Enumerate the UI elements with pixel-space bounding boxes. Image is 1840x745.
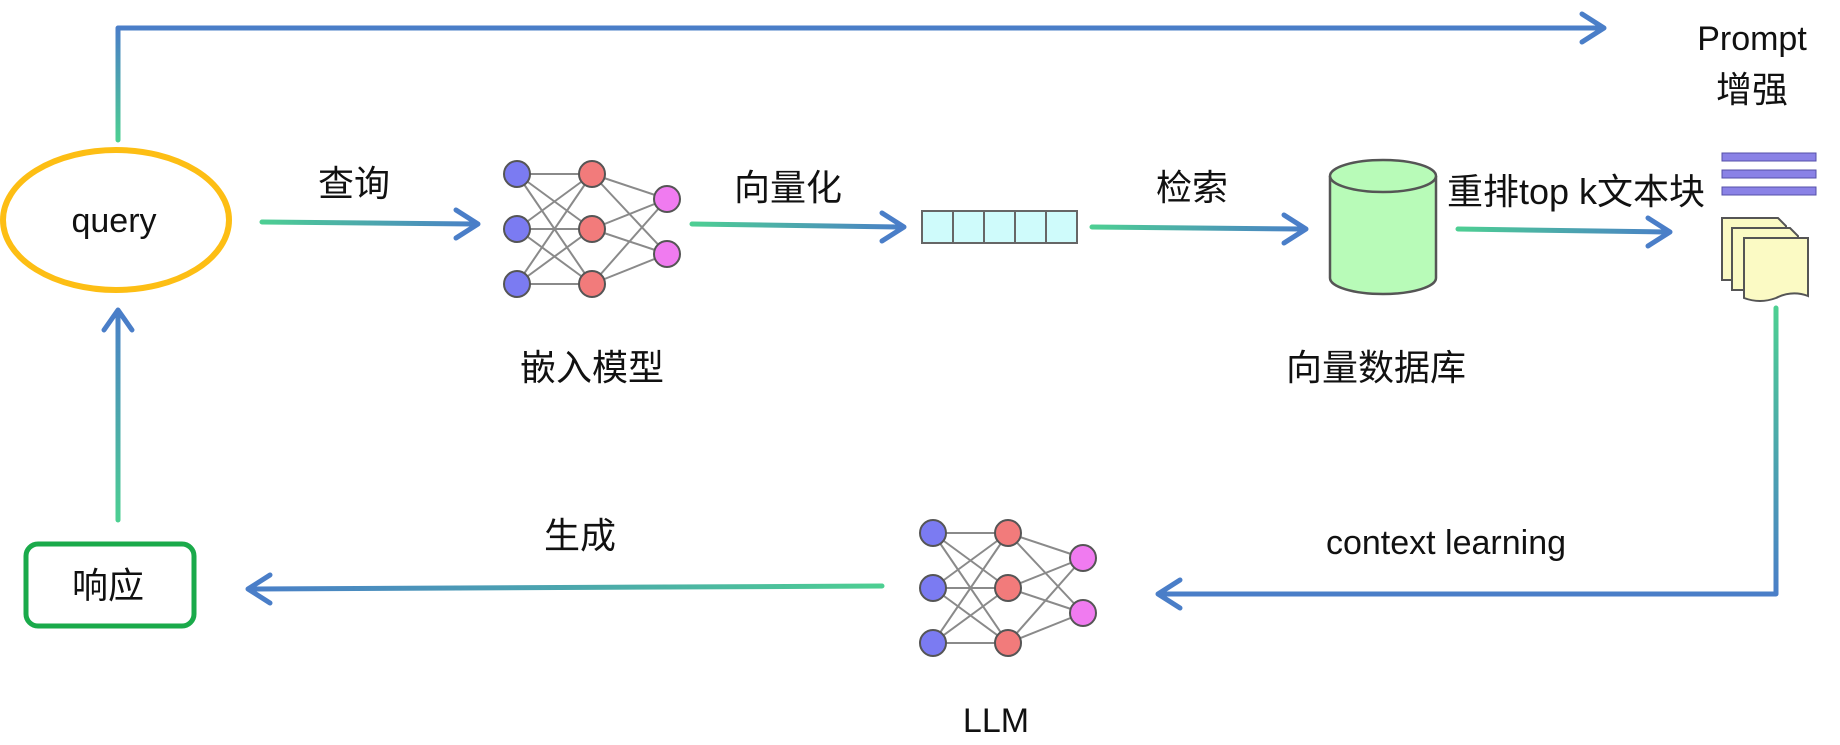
query-label: query (71, 202, 156, 240)
edge-label-rerank: 重排top k文本块 (1447, 171, 1705, 212)
edge-label-query: 查询 (318, 163, 390, 204)
edge-label-generate: 生成 (544, 515, 616, 556)
arrowhead-query-to-prompt (1579, 11, 1607, 45)
arrow-llm-to-response (249, 583, 885, 592)
llm-output-node (1069, 544, 1097, 572)
edges (101, 11, 1779, 611)
vector-db-top (1328, 158, 1438, 194)
query-node: query (0, 147, 232, 293)
embedding-model-label: 嵌入模型 (520, 347, 664, 388)
vector-cell (952, 210, 985, 244)
llm-output-node (1069, 599, 1097, 627)
llm-input-node (919, 574, 947, 602)
vector-db-body (1328, 176, 1438, 296)
edge-labels: 查询 向量化 检索 重排top k文本块 context learning 生成 (318, 163, 1705, 562)
llm-connection (1007, 557, 1084, 644)
embedding-model-connection (516, 173, 593, 230)
llm-connection (932, 532, 1009, 644)
vector-cell (983, 210, 1016, 244)
llm-connection (932, 587, 1009, 644)
edge-label-retrieve: 检索 (1156, 167, 1228, 208)
arrow-vector-to-db (1089, 224, 1305, 232)
embedding-model-hidden-node (578, 215, 606, 243)
llm-hidden-node (994, 574, 1022, 602)
prompt-label-line2: 增强 (1716, 69, 1788, 110)
arrow-query-to-embedding (259, 219, 477, 227)
vector-db-label: 向量数据库 (1286, 347, 1466, 388)
response-node: 响应 (23, 541, 197, 629)
query-ellipse (0, 147, 232, 293)
arrowhead-vector-to-db (1281, 212, 1309, 246)
embedding-model-input-node (503, 270, 531, 298)
arrow-db-to-prompt (1455, 226, 1669, 235)
llm-connection (932, 532, 1009, 589)
llm-label: LLM (963, 702, 1029, 740)
vector-cell (921, 210, 954, 244)
arrowhead-db-to-prompt (1645, 215, 1673, 249)
embedding-model-output-node (653, 240, 681, 268)
arrowhead-embedding-to-vector (879, 210, 907, 244)
document-front (1743, 237, 1809, 302)
prompt-line-1 (1721, 152, 1817, 162)
vector-cells (921, 210, 1078, 244)
llm-hidden-node (994, 519, 1022, 547)
llm-input-node (919, 629, 947, 657)
edge-label-vectorize: 向量化 (734, 167, 842, 208)
response-box (23, 541, 197, 629)
edge-label-context-learning: context learning (1326, 524, 1566, 562)
arrow-embedding-to-vector (689, 221, 903, 230)
vector-db-cylinder (1328, 158, 1438, 296)
arrowhead-response-to-query (101, 307, 135, 333)
prompt-line-3 (1721, 186, 1817, 196)
prompt-lines-icon (1721, 152, 1817, 196)
embedding-model-input-node (503, 215, 531, 243)
vector-cell (1045, 210, 1078, 244)
embedding-model-connection (516, 228, 593, 285)
arrow-prompt-to-llm (1159, 305, 1779, 597)
llm-input-node (919, 519, 947, 547)
embedding-model-input-node (503, 160, 531, 188)
prompt-line-2 (1721, 169, 1817, 179)
prompt-node: Prompt 增强 (1697, 20, 1817, 302)
vector-cell (1014, 210, 1047, 244)
response-label: 响应 (72, 565, 144, 606)
arrowhead-query-to-embedding (453, 207, 481, 241)
embedding-model-connection (516, 173, 593, 285)
arrowhead-llm-to-response (245, 572, 273, 606)
arrow-query-to-prompt (115, 25, 1603, 143)
embedding-model-network (503, 160, 681, 298)
llm-hidden-node (994, 629, 1022, 657)
arrowhead-prompt-to-llm (1155, 577, 1183, 611)
embedding-model-hidden-node (578, 160, 606, 188)
embedding-model-connection (591, 198, 668, 285)
prompt-label-line1: Prompt (1697, 20, 1807, 58)
document-stack-icon (1721, 217, 1809, 302)
embedding-model-hidden-node (578, 270, 606, 298)
embedding-model-output-node (653, 185, 681, 213)
llm-network (919, 519, 1097, 657)
